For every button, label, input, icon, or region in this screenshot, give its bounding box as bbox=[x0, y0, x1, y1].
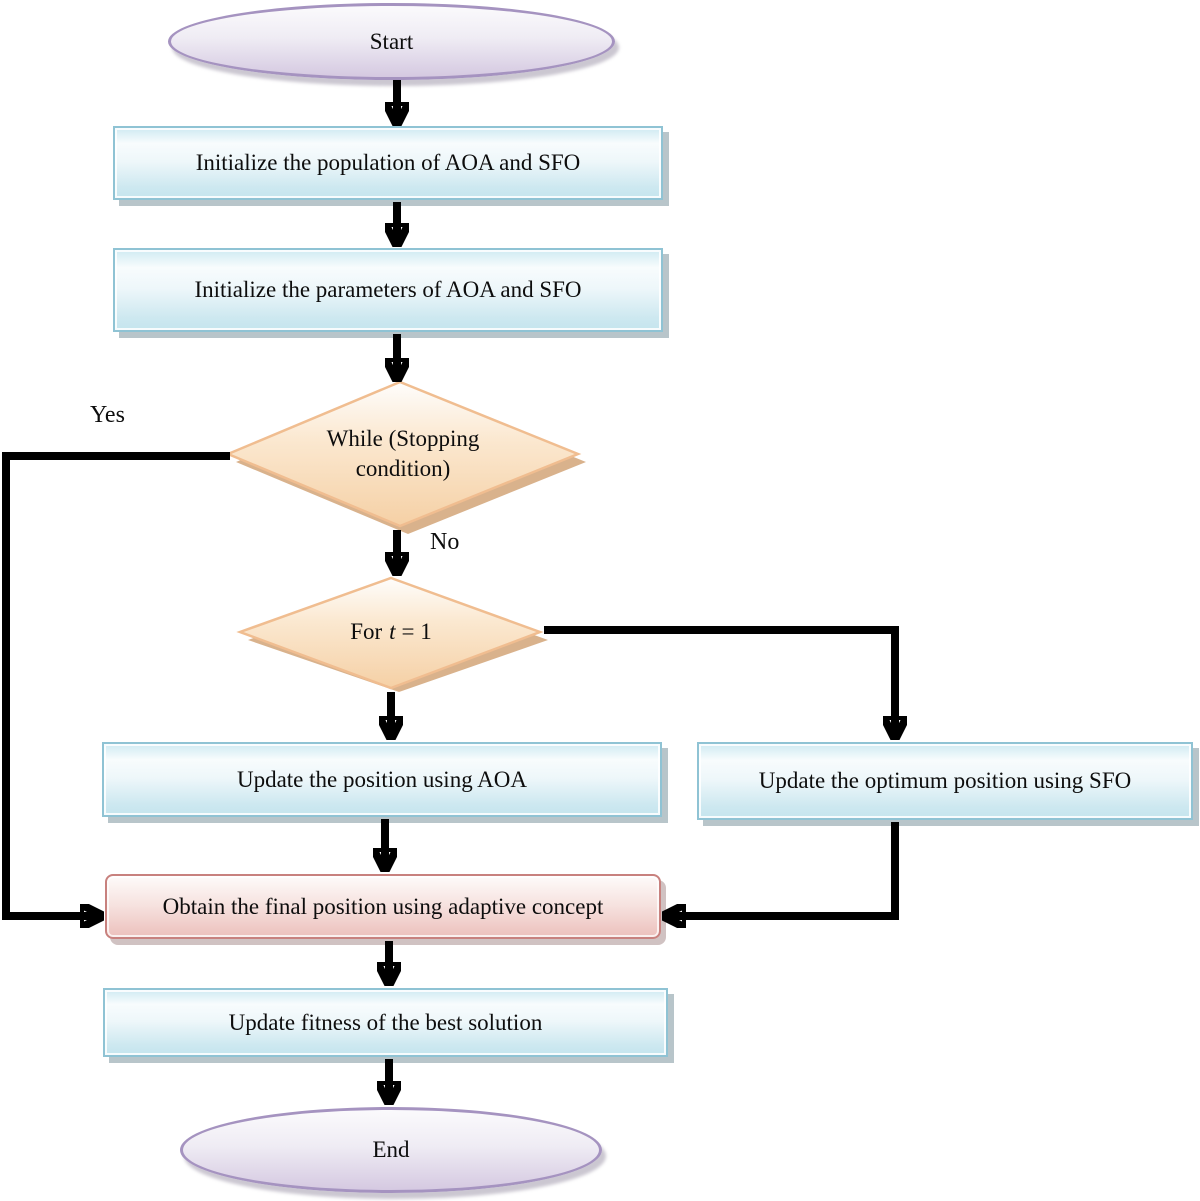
while-diamond-shape bbox=[224, 380, 582, 528]
node-end: End bbox=[180, 1107, 602, 1193]
edge-update-sfo-to-obtain-final bbox=[663, 822, 899, 916]
node-update-fitness: Update fitness of the best solution bbox=[103, 988, 668, 1057]
node-for-decision-label: For t = 1 bbox=[271, 615, 511, 649]
node-start: Start bbox=[168, 3, 615, 80]
node-update-sfo: Update the optimum position using SFO bbox=[697, 742, 1193, 820]
node-init-parameters: Initialize the parameters of AOA and SFO bbox=[113, 248, 663, 332]
while-label-line2: condition) bbox=[355, 456, 451, 481]
edge-label-yes: Yes bbox=[90, 402, 125, 428]
node-for-decision bbox=[236, 576, 548, 692]
node-while-decision-label: While (Stopping condition) bbox=[283, 421, 523, 487]
for-label-prefix: For bbox=[350, 618, 383, 644]
node-while-decision bbox=[224, 380, 586, 534]
for-label-suffix: = 1 bbox=[401, 618, 432, 644]
node-init-parameters-label: Initialize the parameters of AOA and SFO bbox=[194, 277, 582, 303]
node-update-aoa: Update the position using AOA bbox=[102, 742, 662, 817]
for-diamond-shape bbox=[236, 576, 544, 690]
edge-while-yes-to-obtain-final bbox=[2, 452, 230, 916]
node-start-label: Start bbox=[369, 28, 414, 54]
node-init-population-label: Initialize the population of AOA and SFO bbox=[195, 150, 581, 176]
edge-for-to-update-sfo bbox=[544, 626, 895, 739]
while-label-line1: While (Stopping bbox=[326, 425, 480, 451]
node-update-sfo-label: Update the optimum position using SFO bbox=[758, 768, 1132, 794]
edge-label-no: No bbox=[430, 529, 460, 555]
node-end-label: End bbox=[372, 1137, 410, 1163]
for-label-variable: t bbox=[389, 618, 396, 644]
node-update-aoa-label: Update the position using AOA bbox=[236, 766, 528, 792]
node-update-fitness-label: Update fitness of the best solution bbox=[228, 1009, 543, 1035]
node-obtain-final-label: Obtain the final position using adaptive… bbox=[162, 893, 604, 919]
node-init-population: Initialize the population of AOA and SFO bbox=[113, 126, 663, 200]
node-obtain-final: Obtain the final position using adaptive… bbox=[105, 874, 661, 939]
